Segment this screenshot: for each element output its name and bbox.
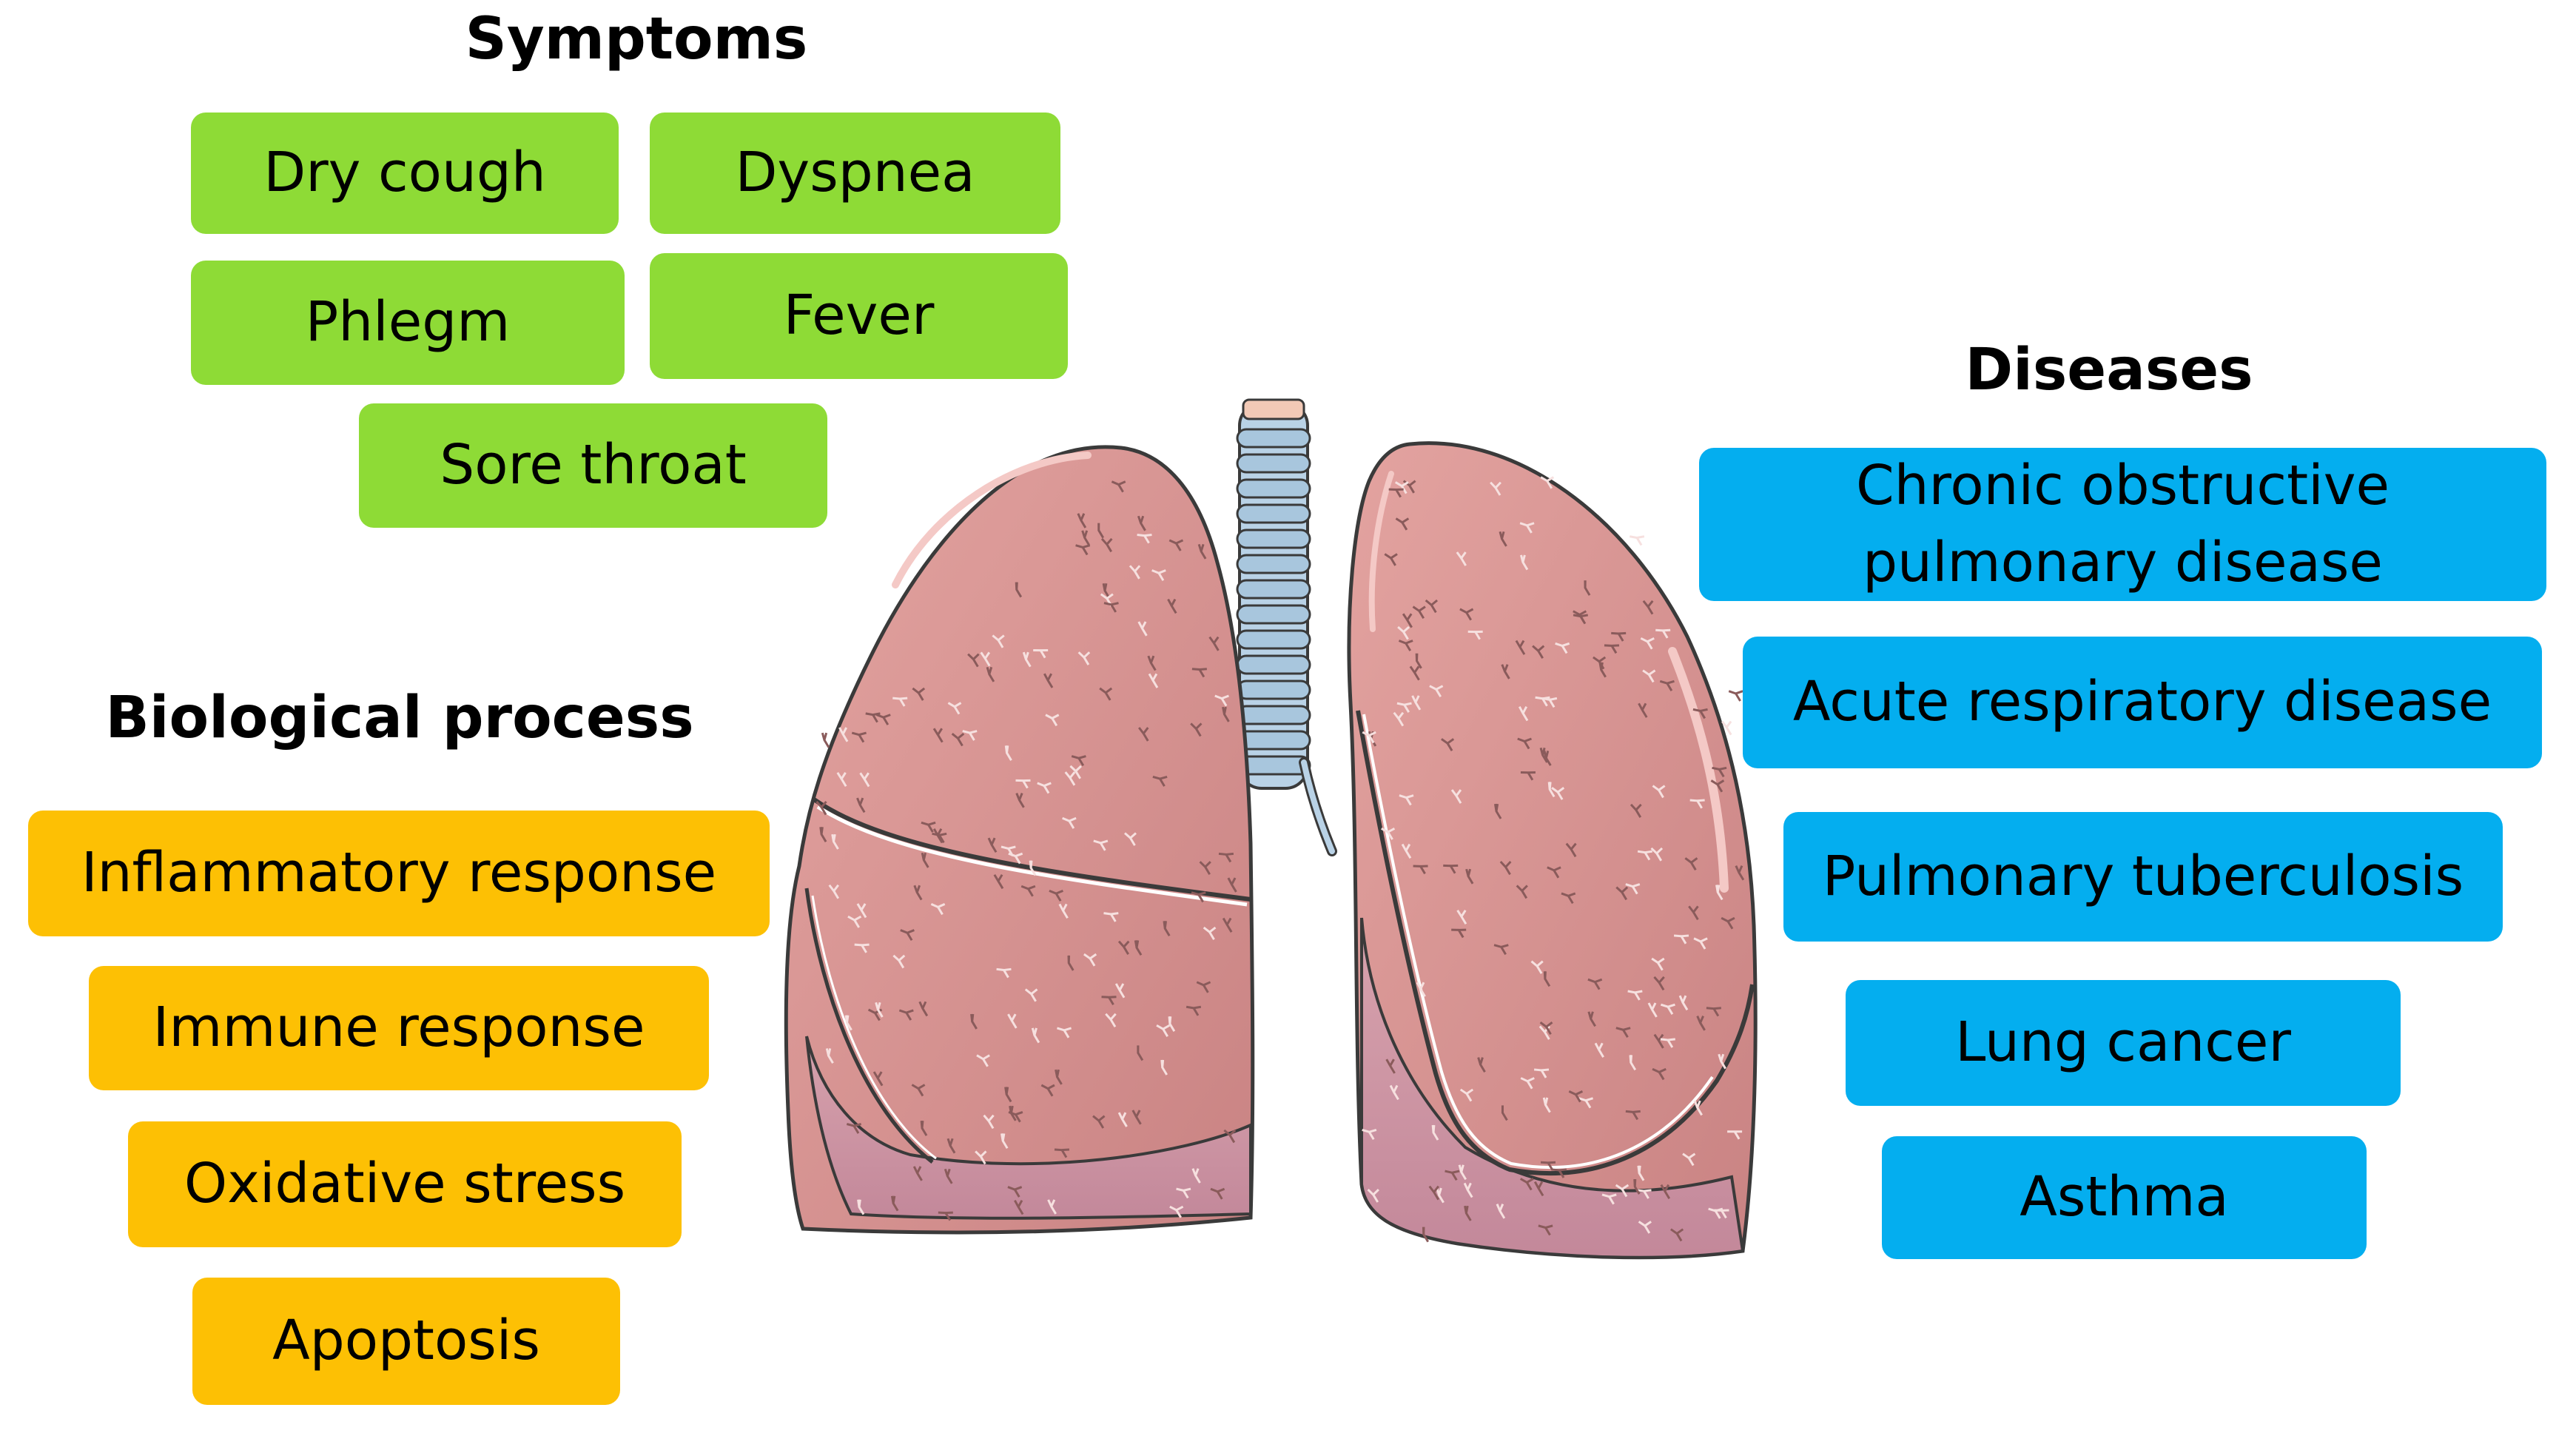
process-inflammatory-response: Inflammatory response <box>28 811 770 936</box>
disease-pulmonary-tuberculosis: Pulmonary tuberculosis <box>1783 812 2503 942</box>
process-immune-response: Immune response <box>89 966 709 1090</box>
symptom-fever: Fever <box>650 253 1068 379</box>
symptom-dyspnea: Dyspnea <box>650 113 1060 234</box>
disease-asthma: Asthma <box>1882 1136 2367 1259</box>
symptom-sore-throat: Sore throat <box>359 403 827 528</box>
disease-acute-respiratory: Acute respiratory disease <box>1743 637 2542 768</box>
disease-lung-cancer: Lung cancer <box>1846 980 2401 1106</box>
process-apoptosis: Apoptosis <box>192 1278 620 1405</box>
process-oxidative-stress: Oxidative stress <box>128 1121 682 1247</box>
biological-process-heading: Biological process <box>105 685 694 751</box>
symptom-dry-cough: Dry cough <box>191 113 619 234</box>
diseases-heading: Diseases <box>1965 337 2253 403</box>
trachea <box>1236 398 1311 790</box>
right-lung <box>784 445 1255 1235</box>
disease-copd: Chronic obstructive pulmonary disease <box>1699 448 2546 601</box>
symptom-phlegm: Phlegm <box>191 261 625 385</box>
left-lung <box>1347 441 1758 1260</box>
symptoms-heading: Symptoms <box>465 6 808 73</box>
alveoli-texture <box>815 476 1745 1243</box>
